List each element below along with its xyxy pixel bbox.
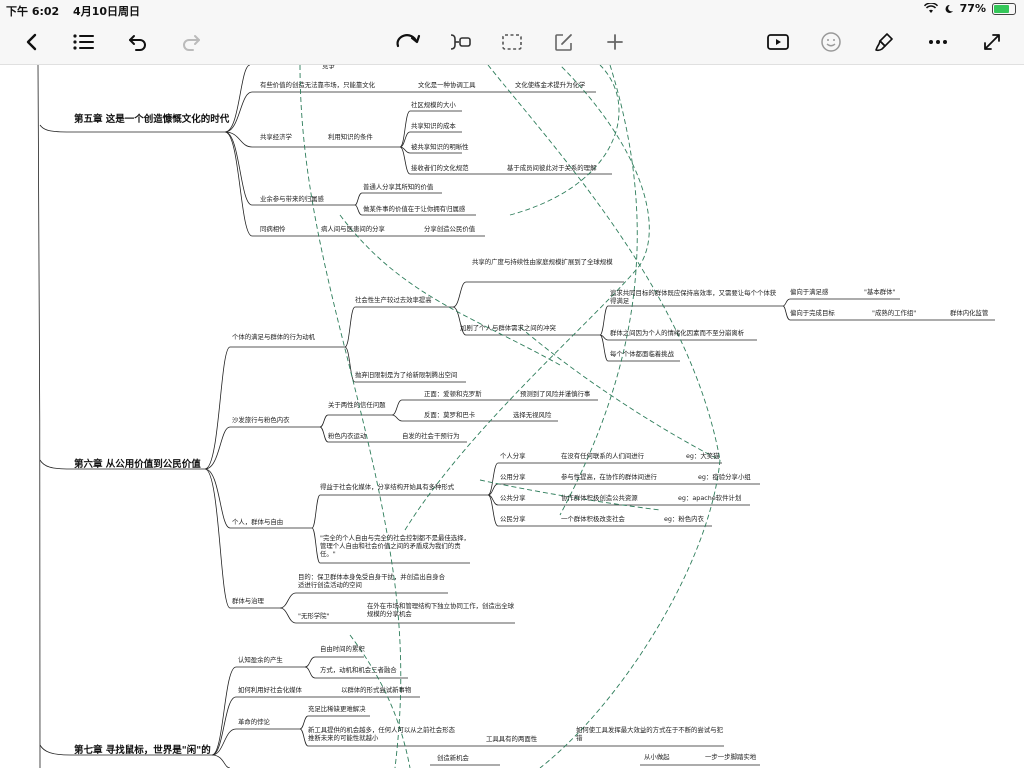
node[interactable]: 群体内化监管 — [950, 309, 989, 317]
node[interactable]: 公民分享 — [500, 515, 526, 523]
node[interactable]: 认知盈余的产生 — [238, 656, 283, 664]
node[interactable]: 自由时间的累积 — [320, 645, 365, 653]
node[interactable]: 目的：保卫群体本身免受自身干扰，并创造出自身合适进行创造活动的空间 — [298, 573, 445, 589]
node[interactable]: eg：大笑猫 — [686, 452, 720, 460]
chapter-6-title[interactable]: 第六章 从公用价值到公民价值 — [74, 459, 201, 470]
insert-node-icon[interactable] — [444, 26, 476, 58]
node[interactable]: 病人间与医患间的分享 — [321, 225, 385, 233]
node[interactable]: 革命的悖论 — [238, 718, 270, 726]
node[interactable]: 预测到了风险并谨慎行事 — [520, 390, 591, 398]
node[interactable]: 一个群体积极改变社会 — [561, 515, 625, 523]
node[interactable]: 选择无视风险 — [513, 411, 552, 419]
status-bar: 下午 6:02 4月10日周日 77% — [0, 0, 1024, 20]
node[interactable]: 被共享知识的明晰性 — [411, 143, 469, 151]
node[interactable]: 社区规模的大小 — [411, 101, 456, 109]
node[interactable]: "基本群体" — [864, 288, 896, 296]
node[interactable]: 反面：莫罗和巴卡 — [424, 411, 476, 419]
node[interactable]: 共享的广度与持续性由家庭规模扩展到了全球规模 — [472, 258, 613, 266]
outline-list-icon[interactable] — [68, 26, 100, 58]
play-icon[interactable] — [762, 26, 794, 58]
back-icon[interactable] — [16, 26, 48, 58]
fullscreen-icon[interactable] — [976, 26, 1008, 58]
node[interactable]: "成熟的工作组" — [872, 309, 917, 317]
moon-icon — [945, 4, 953, 13]
add-icon[interactable] — [599, 26, 631, 58]
node[interactable]: 利用知识的条件 — [328, 133, 373, 141]
status-date: 4月10日周日 — [73, 5, 141, 18]
node[interactable]: 如何利用好社会化媒体 — [238, 686, 302, 694]
node[interactable]: 个人，群体与自由 — [232, 518, 284, 526]
style-brush-icon[interactable] — [868, 26, 900, 58]
node[interactable]: 公共分享 — [500, 494, 526, 502]
more-icon[interactable] — [922, 26, 954, 58]
node[interactable]: 社会性生产较过去效率提高 — [355, 296, 432, 304]
undo-icon[interactable] — [122, 26, 154, 58]
node[interactable]: 群体与治理 — [232, 597, 264, 605]
node[interactable]: 追求共同目标的群体既应保持高效率，又需要让每个个体获得满足 — [610, 289, 777, 305]
node[interactable]: 个人分享 — [500, 452, 526, 460]
node[interactable]: 个体的满足与群体的行为动机 — [232, 333, 316, 341]
node[interactable]: 自发的社会干预行为 — [402, 432, 460, 440]
chapter-7-title[interactable]: 第七章 寻找鼠标，世界是"闲"的 — [74, 745, 211, 756]
status-time: 下午 6:02 — [6, 5, 60, 18]
node[interactable]: 同病相怜 — [260, 225, 286, 233]
chapter-5-title[interactable]: 第五章 这是一个创造慷慨文化的时代 — [74, 114, 230, 125]
emoji-icon[interactable] — [815, 26, 847, 58]
node[interactable]: 工具具有的两面性 — [486, 735, 538, 743]
node[interactable]: 一步一步脚踏实地 — [705, 753, 757, 761]
node[interactable]: 正面：爱顿和克罗斯 — [424, 390, 482, 398]
node[interactable]: 做某件事的价值在于让你拥有归属感 — [363, 205, 466, 213]
node[interactable]: 有些价值的创造无法靠市场，只能靠文化 — [260, 81, 376, 89]
node[interactable]: 偏向于完成目标 — [790, 309, 835, 317]
node[interactable]: 普通人分享其所知的价值 — [363, 183, 434, 191]
select-box-icon[interactable] — [496, 26, 528, 58]
node[interactable]: 协作群体积极创造公共资源 — [561, 494, 638, 502]
node[interactable]: "无形学院" — [298, 612, 330, 620]
node-fragment[interactable]: 竞争 — [322, 65, 335, 70]
node[interactable]: 关于两性的信任问题 — [328, 401, 386, 409]
node[interactable]: 偏向于满足感 — [790, 288, 829, 296]
rotate-icon[interactable] — [392, 26, 424, 58]
node[interactable]: eg：apache软件计划 — [678, 494, 742, 502]
node[interactable]: eg：疫验分享小组 — [698, 473, 751, 481]
redo-icon[interactable] — [175, 26, 207, 58]
node[interactable]: 以群体的形式尝试新事物 — [341, 686, 412, 694]
node[interactable]: 接收者们的文化规范 — [411, 164, 469, 172]
node[interactable]: 业余参与带来的归属感 — [260, 195, 324, 203]
edit-icon[interactable] — [548, 26, 580, 58]
mindmap-branches — [37, 65, 995, 768]
node[interactable]: 方式，动机和机会三者融合 — [320, 666, 397, 674]
node[interactable]: 如何使工具发挥最大效益的方式在于不断的尝试与犯错 — [576, 726, 723, 742]
node[interactable]: 在没有任何联系的人们间进行 — [561, 452, 645, 460]
battery-icon — [992, 2, 1016, 15]
node[interactable]: 群体之间因为个人的情绪化因素而不至分崩离析 — [610, 329, 745, 337]
node[interactable]: 公用分享 — [500, 473, 526, 481]
node[interactable]: 基于成员间彼此对于关系的理解 — [507, 164, 597, 172]
node[interactable]: 创造新机会 — [437, 754, 469, 762]
node[interactable]: 参与性提高，在协作的群体间进行 — [561, 473, 657, 481]
node[interactable]: "完全的个人自由与完全的社会控制都不是最佳选择，管理个人自由和社会价值之间的矛盾… — [320, 534, 470, 558]
node[interactable]: 共享经济学 — [260, 133, 292, 141]
node[interactable]: 粉色内衣运动 — [328, 432, 367, 440]
node[interactable]: 得益于社会化媒体，分享结构开始具有多种形式 — [320, 483, 455, 491]
node[interactable]: eg：粉色内衣 — [664, 515, 704, 523]
toolbar — [0, 20, 1024, 65]
node[interactable]: 抛弃旧限制是为了给新限制腾出空间 — [355, 371, 458, 379]
mindmap-canvas[interactable]: 竞争 第五章 这是一个创造慷慨文化的时代 有些价值的创造无法靠市场，只能靠文化 … — [0, 65, 1024, 768]
node[interactable]: 沙发旅行与粉色内衣 — [232, 416, 290, 424]
node[interactable]: 文化使练金术提升为化学 — [515, 81, 586, 89]
node[interactable]: 充足比稀缺更难解决 — [308, 705, 366, 713]
wifi-icon — [923, 3, 938, 13]
node[interactable]: 新工具提供的机会越多，任何人可以从之前社会形态推断未来的可能性就越小 — [308, 726, 455, 742]
node[interactable]: 文化是一种协调工具 — [418, 81, 476, 89]
node[interactable]: 分享创造公民价值 — [424, 225, 476, 233]
node[interactable]: 在外在市场和管理结构下独立协同工作，创造出全球规模的分享机会 — [367, 602, 514, 618]
node[interactable]: 共享知识的成本 — [411, 122, 456, 130]
node[interactable]: 加剧了个人与群体需求之间的冲突 — [460, 324, 556, 332]
node[interactable]: 从小做起 — [644, 753, 670, 761]
node[interactable]: 每个个体都面临着挑战 — [610, 350, 674, 358]
battery-percent: 77% — [959, 2, 986, 15]
